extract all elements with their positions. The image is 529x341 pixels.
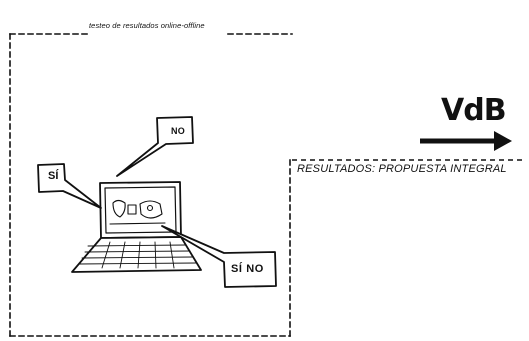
- panel-caption: testeo de resultados online-offline: [89, 21, 205, 30]
- logo: VdB: [441, 96, 506, 126]
- logo-arrow: [420, 131, 512, 151]
- bubble-no-label: NO: [171, 126, 185, 136]
- bubble-si-no-label: SÍ NO: [231, 263, 264, 275]
- bubble-si-label: SÍ: [48, 170, 58, 182]
- results-caption: RESULTADOS: PROPUESTA INTEGRAL: [297, 163, 507, 175]
- laptop-illustration: [72, 182, 201, 272]
